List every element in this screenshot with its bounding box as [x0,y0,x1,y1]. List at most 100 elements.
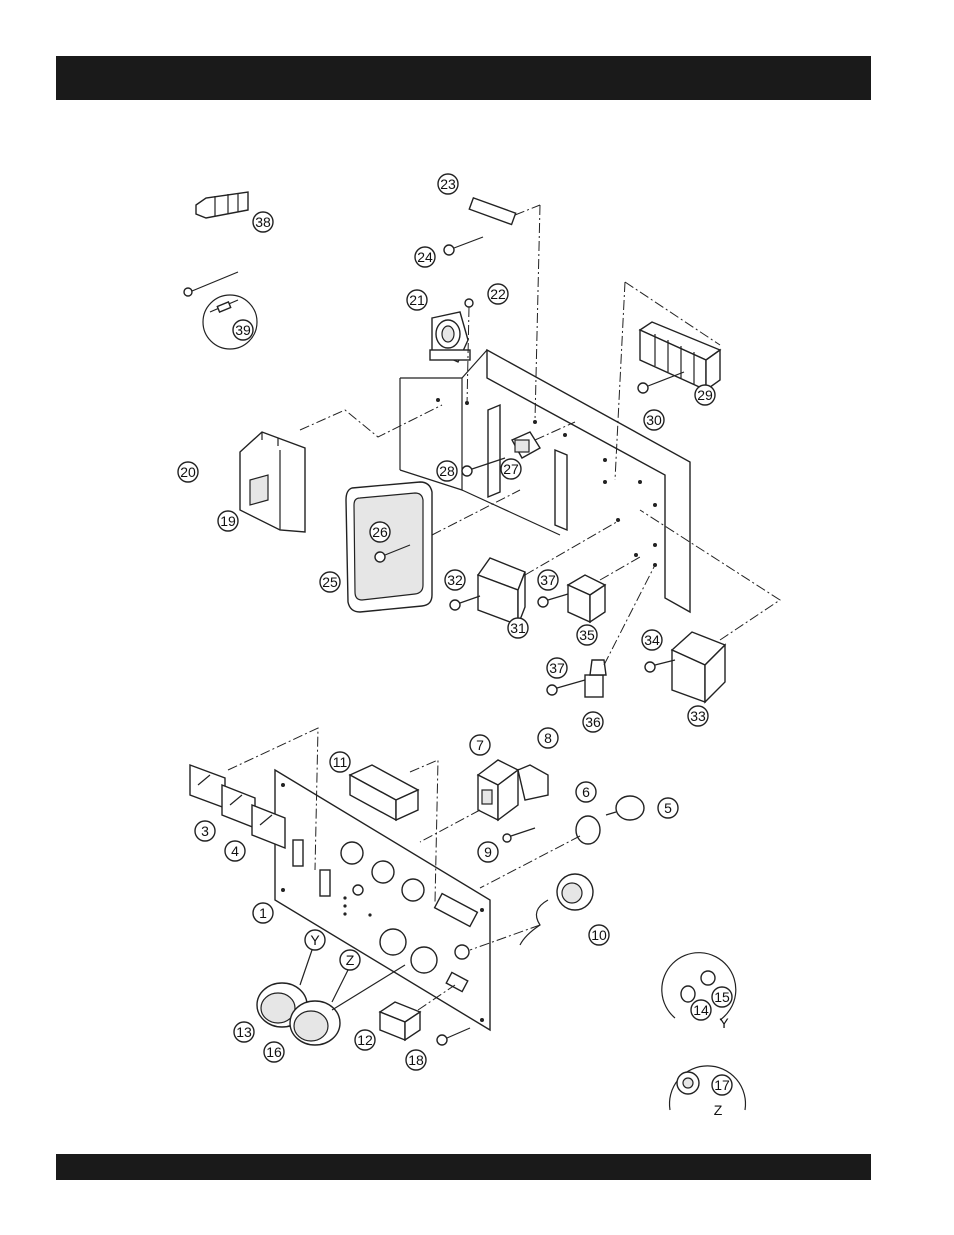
callout-27: 27 [501,459,521,479]
callout-label: 9 [484,844,492,860]
callout-label: 12 [357,1032,373,1048]
callout-23: 23 [438,174,458,194]
part-5-potentiometer [606,796,644,820]
callout-12: 12 [355,1030,375,1050]
callout-18: 18 [406,1050,426,1070]
part-30-screw [638,372,684,393]
callout-39: 39 [233,320,253,340]
callout-label: 14 [693,1002,709,1018]
callout-24: 24 [415,247,435,267]
callout-label: 24 [417,249,433,265]
callout-37a: 37 [538,570,558,590]
callout-20: 20 [178,462,198,482]
detail-z-circle [670,1066,746,1110]
callout-5: 5 [658,798,678,818]
callout-label: 39 [235,322,251,338]
callout-label: 18 [408,1052,424,1068]
callout-label: 34 [644,632,660,648]
callout-label: 3 [201,823,209,839]
callout-11: 11 [330,752,350,772]
callout-label: 35 [579,627,595,643]
callout-4: 4 [225,841,245,861]
part-7-switch [478,760,518,820]
part-35-relay [568,557,640,622]
callout-22: 22 [488,284,508,304]
callout-label: 4 [231,843,239,859]
callout-13: 13 [234,1022,254,1042]
part-20-screw [184,272,238,296]
callout-14: 14 [691,1000,711,1020]
callout-9: 9 [478,842,498,862]
callout-6: 6 [576,782,596,802]
detail-z-label: Z [714,1102,723,1118]
callout-17: 17 [712,1075,732,1095]
callout-label: 33 [690,708,706,724]
callout-label: 10 [591,927,607,943]
part-24-screw [444,237,483,255]
callout-label: 37 [549,660,565,676]
callout-label: 31 [510,620,526,636]
callout-label: Z [346,952,355,968]
part-33-module [640,510,780,702]
callout-label: 28 [439,463,455,479]
callout-label: 25 [322,574,338,590]
callout-label: 15 [714,989,730,1005]
callout-label: 22 [490,286,506,302]
callout-label: 26 [372,524,388,540]
part-27-relay [512,422,575,458]
callout-Z: Z [340,950,360,970]
callout-31: 31 [508,618,528,638]
callout-label: 23 [440,176,456,192]
callout-33: 33 [688,706,708,726]
callout-34: 34 [642,630,662,650]
callout-10: 10 [589,925,609,945]
callout-label: 30 [646,412,662,428]
part-34-screw [645,660,675,672]
part-38-terminal [196,192,248,218]
callout-label: 1 [259,905,267,921]
part-32-screw [450,596,480,610]
callout-37b: 37 [547,658,567,678]
callout-label: 17 [714,1077,730,1093]
callout-8: 8 [538,728,558,748]
callout-label: 7 [476,737,484,753]
part-9-screw [503,828,535,842]
callout-label: 13 [236,1024,252,1040]
callout-16: 16 [264,1042,284,1062]
callout-36: 36 [583,712,603,732]
callout-15: 15 [712,987,732,1007]
callout-label: 32 [447,572,463,588]
callout-label: 16 [266,1044,282,1060]
callout-label: 20 [180,464,196,480]
callout-label: 5 [664,800,672,816]
callout-label: 8 [544,730,552,746]
part-21-current-transformer [430,312,470,362]
callout-30: 30 [644,410,664,430]
callout-3: 3 [195,821,215,841]
callout-28: 28 [437,461,457,481]
callout-19: 19 [218,511,238,531]
callout-label: 11 [333,754,348,770]
callout-1: 1 [253,903,273,923]
detail-y-label: Y [719,1015,729,1031]
callout-label: 29 [697,387,713,403]
callout-35: 35 [577,625,597,645]
callout-32: 32 [445,570,465,590]
callout-25: 25 [320,572,340,592]
callout-29: 29 [695,385,715,405]
callout-label: 6 [582,784,590,800]
callout-Y: Y [305,930,325,950]
callout-21: 21 [407,290,427,310]
callout-26: 26 [370,522,390,542]
callout-label: 19 [220,513,236,529]
part-18-screw [437,1028,470,1045]
callout-label: Y [310,932,320,948]
callout-label: 27 [503,461,519,477]
callout-label: 37 [540,572,556,588]
callout-label: 21 [409,292,425,308]
callout-label: 38 [255,214,271,230]
part-37b-screw [547,680,585,695]
callout-7: 7 [470,735,490,755]
part-37a-screw [538,594,568,607]
